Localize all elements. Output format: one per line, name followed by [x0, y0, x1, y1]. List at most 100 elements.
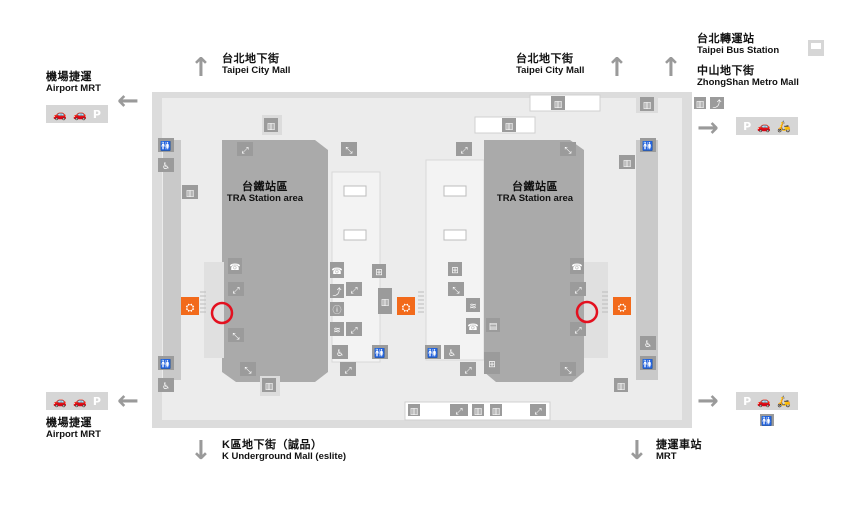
label-tra-station-right: 台鐵站區 TRA Station area	[496, 181, 574, 204]
label-taipei-bus-station: 台北轉運站 Taipei Bus Station	[697, 33, 780, 56]
floor-border-bottom	[152, 420, 692, 428]
svg-text:🚻: 🚻	[761, 415, 772, 427]
hall-windows	[343, 185, 467, 241]
svg-text:⤢: ⤢	[573, 286, 581, 296]
information-icon	[330, 302, 344, 316]
escalator-icon	[228, 282, 244, 296]
elevator-icon	[264, 118, 278, 132]
elevator-icon	[614, 378, 628, 392]
svg-text:▥: ▥	[186, 189, 195, 199]
stairs	[200, 291, 608, 313]
tra-zone-right	[484, 140, 584, 382]
svg-text:⤡: ⤡	[232, 332, 239, 342]
svg-text:⤴: ⤴	[712, 98, 721, 110]
svg-text:⊞: ⊞	[375, 268, 383, 278]
svg-text:♿: ♿	[336, 349, 344, 359]
svg-text:▥: ▥	[410, 407, 419, 417]
svg-text:⊞: ⊞	[488, 360, 496, 370]
scooter-icon: 🛵	[777, 394, 791, 408]
label-taipei-city-mall-left: 台北地下街 Taipei City Mall	[222, 53, 291, 76]
parking-icon: P	[92, 107, 101, 121]
phone-icon	[466, 318, 480, 334]
svg-text:⤢: ⤢	[231, 286, 239, 296]
svg-text:▥: ▥	[474, 407, 483, 417]
svg-text:⤢: ⤢	[343, 366, 351, 376]
car-icon: 🚗	[757, 119, 772, 133]
wifi-icon	[330, 322, 344, 336]
label-tra-station-left: 台鐵站區 TRA Station area	[226, 181, 304, 204]
parking-tag-left-top: 🚗 🚗 P	[46, 105, 108, 123]
ticket-gate-icon	[613, 297, 631, 315]
parking-icon: P	[743, 119, 752, 133]
ticket-gate-icon	[397, 297, 415, 315]
arrow-right-icon: →	[697, 386, 719, 416]
svg-text:▥: ▥	[505, 122, 514, 132]
label-taipei-city-mall-right: 台北地下街 Taipei City Mall	[516, 53, 585, 76]
escalator-icon	[346, 282, 362, 296]
escalator-icon	[340, 362, 356, 376]
right-corridor	[636, 140, 658, 380]
label-zhongshan-metro-mall: 中山地下街 ZhongShan Metro Mall	[697, 65, 799, 88]
left-corridor	[163, 140, 181, 380]
parking-icon: P	[743, 394, 752, 408]
svg-text:⛭: ⛭	[186, 301, 195, 314]
svg-text:⛭: ⛭	[618, 301, 627, 314]
svg-text:☎: ☎	[571, 263, 582, 273]
svg-text:⤡: ⤡	[345, 146, 352, 156]
elevator-icon	[619, 155, 635, 169]
svg-text:☎: ☎	[229, 263, 240, 273]
elevator-icon	[448, 262, 462, 276]
svg-text:▥: ▥	[267, 122, 276, 132]
accessible-icon	[444, 345, 460, 359]
svg-text:♿: ♿	[162, 382, 170, 392]
toilet-icon	[158, 356, 174, 370]
svg-text:⤡: ⤡	[452, 286, 459, 296]
phone-icon	[570, 258, 584, 274]
toilet-icon	[425, 345, 441, 359]
arrow-down-icon: ↓	[190, 436, 212, 466]
toilet-icon	[372, 345, 388, 359]
information-icon	[486, 318, 500, 332]
svg-text:▥: ▥	[696, 100, 705, 110]
svg-text:⛭: ⛭	[402, 301, 411, 314]
escalator-icon	[341, 142, 357, 156]
elevator-icon	[372, 264, 386, 278]
svg-text:≋: ≋	[333, 326, 341, 336]
svg-text:⤴: ⤴	[332, 286, 341, 298]
elevator-icon	[408, 404, 420, 416]
parking-icon: P	[92, 394, 101, 408]
label-airport-mrt-top: 機場捷運 Airport MRT	[46, 71, 101, 94]
label-airport-mrt-bottom: 機場捷運 Airport MRT	[46, 417, 101, 440]
toilet-icon	[640, 356, 656, 370]
svg-text:☎: ☎	[467, 323, 478, 333]
svg-text:♿: ♿	[644, 340, 652, 350]
svg-text:⤢: ⤢	[459, 146, 467, 156]
left-wall	[152, 95, 162, 425]
label-mrt: 捷運車站 MRT	[656, 439, 702, 462]
svg-text:⤢: ⤢	[533, 407, 541, 417]
escalator-icon	[456, 142, 472, 156]
gate-markers: ⛭ ⛭ ⛭	[181, 297, 631, 315]
car-icon: 🚗	[53, 394, 67, 408]
escalator-icon	[460, 362, 476, 376]
escalator-icon	[450, 404, 468, 416]
svg-text:🚻: 🚻	[374, 347, 385, 359]
accessible-icon	[640, 336, 656, 350]
svg-text:🚻: 🚻	[427, 347, 438, 359]
elevator-icon	[182, 185, 198, 199]
svg-text:▥: ▥	[643, 101, 652, 111]
service-icons: ⤢ ⤡ ⤢ ⤡ ⤡ ⤢ ⤢ ⤢ ⤢ ⤡ ⤢ ⤢ ⤢ ⤡ ⤡ ☎ ☎ ☎ ☎ 🚻 …	[158, 96, 774, 427]
parking-tag-left-bottom: 🚗 🚗 P	[46, 392, 108, 410]
escalator-icon	[448, 282, 464, 296]
svg-text:🚻: 🚻	[160, 140, 171, 152]
escalator-icon	[560, 142, 576, 156]
tra-zone-left	[222, 140, 328, 382]
elevator-icon	[378, 288, 392, 314]
bus-icon-window	[811, 43, 821, 49]
svg-text:🚻: 🚻	[642, 358, 653, 370]
escalator-icon	[530, 404, 546, 416]
scooter-icon: 🛵	[777, 119, 791, 133]
arrow-down-icon: ↓	[626, 436, 648, 466]
phone-icon	[330, 262, 344, 278]
